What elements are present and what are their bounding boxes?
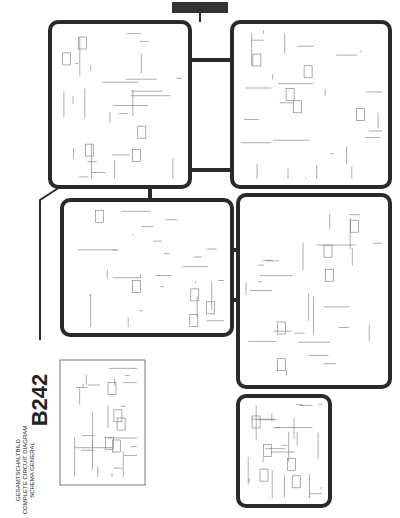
component-symbol <box>105 437 113 449</box>
component-symbol <box>304 66 312 78</box>
component-symbol <box>207 302 215 314</box>
component-symbol <box>253 54 261 66</box>
component-symbol <box>252 416 260 428</box>
component-symbol <box>351 220 359 232</box>
board-outline <box>50 22 190 187</box>
circuit-wires <box>241 30 382 179</box>
component-symbol <box>286 88 294 100</box>
title-line: COMPLETE CIRCUIT DIAGRAM <box>22 425 28 516</box>
component-symbol <box>133 280 141 292</box>
title-line: GESAMTSCHALTBILD <box>15 438 21 502</box>
component-symbol <box>292 476 300 488</box>
circuit-wires <box>70 211 224 327</box>
component-symbol <box>190 315 198 327</box>
component-symbol <box>325 269 333 281</box>
sub-board <box>60 360 145 485</box>
circuit-wires <box>246 214 382 376</box>
component-symbol <box>117 418 125 430</box>
board-outline <box>62 200 232 335</box>
component-symbol <box>138 126 146 138</box>
component-symbol <box>294 101 302 113</box>
component-symbol <box>133 149 141 161</box>
cable-channel <box>40 13 200 340</box>
component-symbol <box>108 383 116 395</box>
component-symbol <box>113 440 121 452</box>
title-line: SCHEMA GENERAL <box>29 441 35 499</box>
circuit-wires <box>75 368 137 477</box>
component-symbol <box>79 37 87 49</box>
diagram-title: B242 <box>27 373 53 428</box>
component-symbol <box>263 445 271 457</box>
component-symbol <box>277 322 285 334</box>
circuit-wires <box>64 34 182 179</box>
board-outline <box>232 22 390 187</box>
connector-block <box>172 2 228 13</box>
component-symbol <box>114 410 122 422</box>
board-outline <box>238 396 330 506</box>
component-symbol <box>324 245 332 257</box>
circuit-wires <box>248 404 322 498</box>
component-symbol <box>63 53 71 65</box>
component-symbol <box>95 210 103 222</box>
component-symbol <box>288 458 296 470</box>
component-symbol <box>277 359 285 371</box>
component-symbol <box>356 109 364 121</box>
board-outline <box>238 195 390 387</box>
component-symbol <box>260 469 268 481</box>
component-symbol <box>85 144 93 156</box>
component-symbol <box>191 289 199 301</box>
